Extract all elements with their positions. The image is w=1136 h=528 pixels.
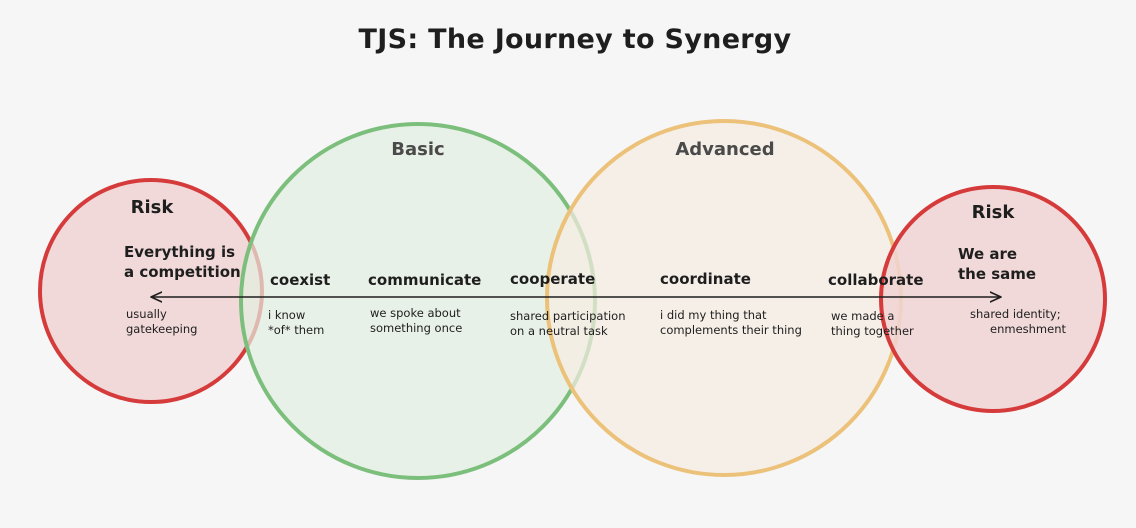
left-risk-label: Risk bbox=[131, 197, 175, 218]
left-risk-heading-line2: a competition bbox=[124, 263, 241, 281]
left-risk-note-line1: usually bbox=[126, 307, 167, 321]
stage-word-communicate: communicate bbox=[368, 271, 481, 289]
advanced-circle bbox=[545, 119, 903, 477]
stage-word-collaborate: collaborate bbox=[828, 271, 924, 289]
right-risk-note-line2: enmeshment bbox=[990, 322, 1066, 336]
advanced-label: Advanced bbox=[675, 139, 774, 160]
basic-circle bbox=[239, 122, 597, 480]
stage-note-communicate-line2: something once bbox=[370, 321, 462, 335]
right-risk-heading-line2: the same bbox=[958, 265, 1036, 283]
stage-note-coexist-line2: *of* them bbox=[268, 323, 324, 337]
stage-note-coordinate-line1: i did my thing that bbox=[660, 308, 767, 322]
right-risk-note-line1: shared identity; bbox=[970, 307, 1061, 321]
left-risk-heading-line1: Everything is bbox=[124, 243, 235, 261]
stage-note-cooperate-line1: shared participation bbox=[510, 309, 626, 323]
stage-note-communicate-line1: we spoke about bbox=[370, 306, 461, 320]
stage-note-collaborate-line2: thing together bbox=[831, 324, 914, 338]
stage-word-coordinate: coordinate bbox=[660, 270, 751, 288]
stage-note-coexist-line1: i know bbox=[268, 308, 305, 322]
stage-word-cooperate: cooperate bbox=[510, 270, 595, 288]
basic-label: Basic bbox=[391, 139, 444, 160]
right-risk-label: Risk bbox=[972, 202, 1016, 223]
stage-note-cooperate-line2: on a neutral task bbox=[510, 324, 608, 338]
stage-word-coexist: coexist bbox=[270, 271, 330, 289]
stage-note-collaborate-line1: we made a bbox=[831, 309, 894, 323]
right-risk-heading-line1: We are bbox=[958, 245, 1017, 263]
diagram-title: TJS: The Journey to Synergy bbox=[359, 24, 792, 55]
left-risk-note-line2: gatekeeping bbox=[126, 322, 197, 336]
stage-note-coordinate-line2: complements their thing bbox=[660, 323, 802, 337]
